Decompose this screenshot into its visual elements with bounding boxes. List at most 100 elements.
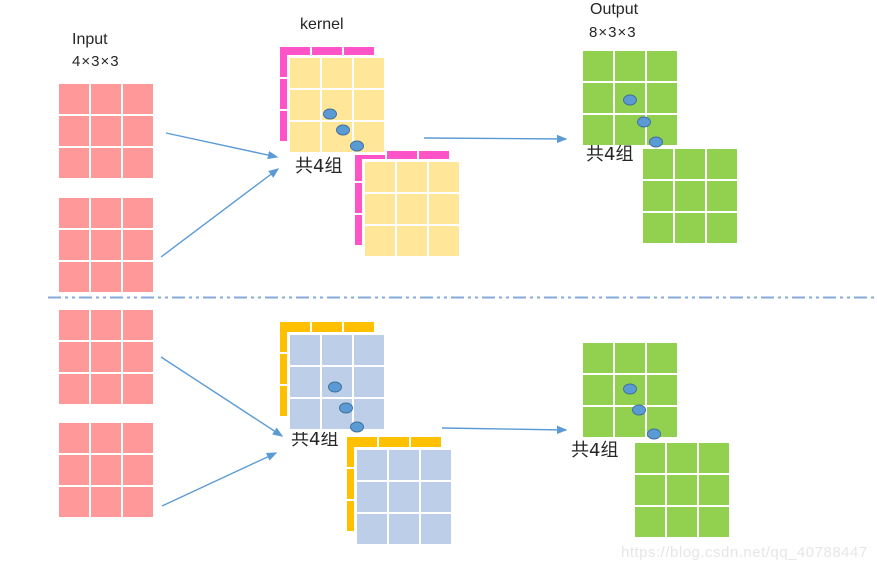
grid-cell (123, 84, 153, 114)
ellipsis-dot (647, 428, 661, 440)
grid-cell (583, 407, 613, 437)
input-dims: 4×3×3 (72, 53, 120, 70)
grid-cell (123, 310, 153, 340)
grid-cell (290, 399, 320, 429)
ellipsis-dot (328, 381, 342, 393)
grid-cell (123, 116, 153, 146)
grid-cell (357, 482, 387, 512)
grid-cell (365, 194, 395, 224)
grid-cell (290, 122, 320, 152)
grid-cell (635, 475, 665, 505)
grid-cell (91, 262, 121, 292)
grid-cell (707, 181, 737, 211)
ellipsis-dot (632, 404, 646, 416)
grid-cell (59, 374, 89, 404)
grid-cell (615, 343, 645, 373)
output-group-count-label-top: 共4组 (586, 144, 634, 165)
grid-cell (675, 149, 705, 179)
grid-cell (123, 342, 153, 372)
input-to-kernel-arrow-bottom-1 (160, 356, 284, 437)
grid-cell (635, 507, 665, 537)
grid-cell (123, 455, 153, 485)
grid-cell (91, 455, 121, 485)
grid-cell (59, 198, 89, 228)
grid-cell (675, 181, 705, 211)
grid-cell (667, 443, 697, 473)
grid-cell (123, 148, 153, 178)
grid-cell (647, 343, 677, 373)
input-channel-grid-1 (59, 84, 153, 178)
output-grid-4 (635, 443, 729, 537)
grid-cell (357, 514, 387, 544)
grid-cell (397, 162, 427, 192)
grid-cell (91, 148, 121, 178)
grid-cell (707, 213, 737, 243)
grid-cell (365, 226, 395, 256)
grid-cell (583, 83, 613, 113)
grid-cell (123, 198, 153, 228)
grid-cell (421, 514, 451, 544)
ellipsis-dot (336, 124, 350, 136)
grid-cell (647, 51, 677, 81)
grid-cell (421, 450, 451, 480)
ellipsis-dot (649, 136, 663, 148)
grid-cell (59, 148, 89, 178)
grid-cell (357, 450, 387, 480)
input-to-kernel-arrow-bottom-2 (161, 452, 278, 507)
grid-cell (91, 342, 121, 372)
input-channel-grid-4 (59, 423, 153, 517)
grid-cell (699, 475, 729, 505)
grid-cell (707, 149, 737, 179)
grid-cell (91, 230, 121, 260)
grid-cell (429, 194, 459, 224)
grid-cell (354, 90, 384, 120)
grid-cell (699, 507, 729, 537)
grid-cell (91, 310, 121, 340)
grid-cell (643, 213, 673, 243)
grid-cell (389, 482, 419, 512)
grid-cell (290, 58, 320, 88)
grid-cell (91, 116, 121, 146)
input-channel-grid-2 (59, 198, 153, 292)
kernel-front-grid-1 (290, 58, 384, 152)
grid-cell (322, 58, 352, 88)
grid-cell (290, 335, 320, 365)
output-title: Output (590, 1, 639, 18)
kernel-title: kernel (300, 16, 344, 33)
grid-cell (354, 367, 384, 397)
grid-cell (389, 450, 419, 480)
grid-cell (397, 194, 427, 224)
grid-cell (290, 367, 320, 397)
grid-cell (59, 423, 89, 453)
grid-cell (675, 213, 705, 243)
grid-cell (615, 51, 645, 81)
kernel-front-grid-2 (365, 162, 459, 256)
kernel-group-count-label-bottom: 共4组 (291, 429, 339, 450)
grid-cell (647, 83, 677, 113)
grid-cell (123, 262, 153, 292)
grid-cell (123, 487, 153, 517)
kernel-to-output-arrow-top (423, 134, 568, 144)
grid-cell (59, 116, 89, 146)
kernel-front-grid-3 (290, 335, 384, 429)
grid-cell (643, 149, 673, 179)
grid-cell (354, 58, 384, 88)
grid-cell (421, 482, 451, 512)
grid-cell (59, 487, 89, 517)
output-grid-2 (643, 149, 737, 243)
grid-cell (365, 162, 395, 192)
ellipsis-dot (623, 383, 637, 395)
grid-cell (123, 374, 153, 404)
grid-cell (59, 262, 89, 292)
grid-cell (91, 423, 121, 453)
grid-cell (123, 423, 153, 453)
grid-cell (397, 226, 427, 256)
grid-cell (59, 342, 89, 372)
grid-cell (583, 115, 613, 145)
grid-cell (583, 343, 613, 373)
grid-cell (643, 181, 673, 211)
grid-cell (429, 162, 459, 192)
grid-cell (667, 475, 697, 505)
grid-cell (91, 487, 121, 517)
grid-cell (389, 514, 419, 544)
